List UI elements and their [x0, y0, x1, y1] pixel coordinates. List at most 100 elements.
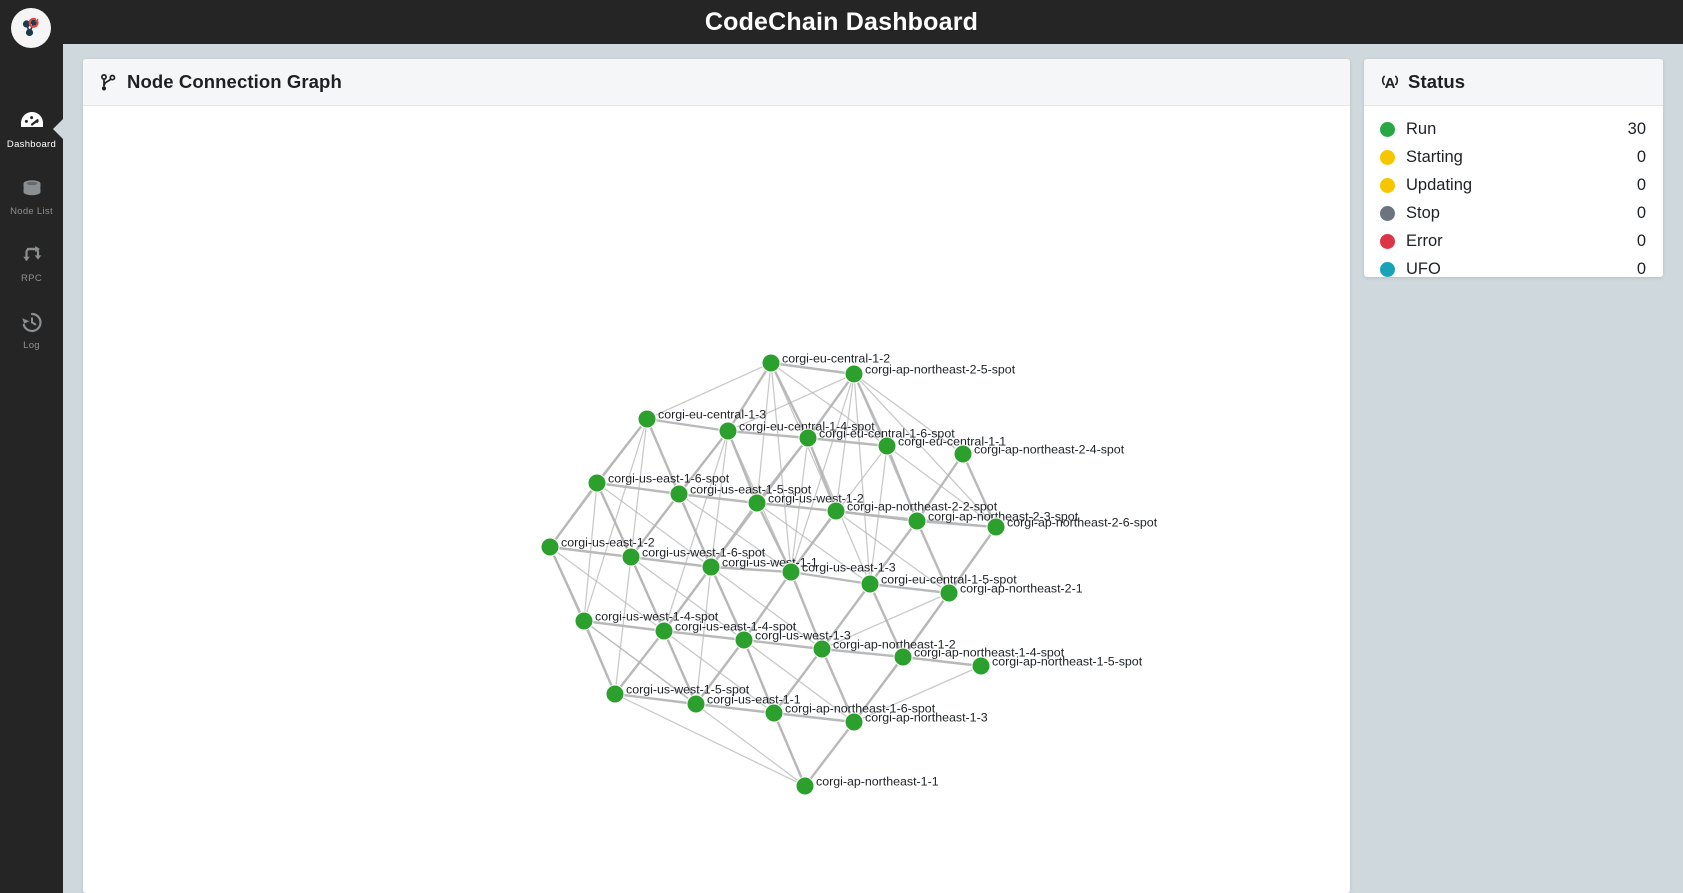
sidebar-item-dashboard[interactable]: Dashboard [0, 95, 64, 162]
graph-node[interactable] [860, 574, 880, 594]
graph-node[interactable] [734, 630, 754, 650]
graph-node[interactable] [953, 444, 973, 464]
graph-node[interactable] [877, 436, 897, 456]
graph-node[interactable] [826, 501, 846, 521]
sidebar-item-node-list[interactable]: Node List [0, 162, 63, 229]
page-title: CodeChain Dashboard [704, 7, 979, 36]
graph-edge [727, 373, 855, 432]
codechain-logo-icon[interactable] [11, 8, 51, 48]
graph-node[interactable] [907, 511, 927, 531]
graph-edge [770, 362, 888, 447]
graph-edge [614, 693, 806, 787]
graph-edge [678, 492, 758, 505]
graph-edge [821, 592, 950, 650]
graph-edge [821, 583, 871, 650]
status-dot-ufo [1380, 261, 1395, 277]
graph-node[interactable] [686, 694, 706, 714]
graph-node[interactable] [761, 353, 781, 373]
top-header-bar: CodeChain Dashboard [0, 0, 1683, 44]
graph-edge [915, 520, 951, 594]
graph-edge [645, 418, 681, 495]
graph-node[interactable] [621, 547, 641, 567]
graph-node[interactable] [654, 621, 674, 641]
sidebar-item-log[interactable]: Log [0, 296, 63, 363]
status-label: Updating [1406, 175, 1473, 194]
graph-edge [790, 570, 871, 586]
graph-edge [772, 712, 807, 787]
graph-edge [549, 482, 598, 548]
graph-edge [790, 510, 837, 573]
status-count: 0 [1636, 175, 1646, 194]
left-sidebar: Dashboard Node List [0, 0, 64, 893]
graph-node[interactable] [812, 639, 832, 659]
graph-node-label: corgi-ap-northeast-2-5-spot [865, 362, 1016, 376]
graph-edge [695, 639, 745, 705]
graph-edge [662, 630, 698, 705]
graph-edge [614, 630, 665, 695]
status-count: 0 [1636, 147, 1646, 166]
graph-node[interactable] [844, 712, 864, 732]
sidebar-nav: Dashboard Node List [0, 95, 64, 363]
graph-edge [710, 502, 758, 568]
network-graph-svg[interactable]: corgi-eu-central-1-2corgi-ap-northeast-2… [83, 106, 1350, 893]
graph-node[interactable] [540, 537, 560, 557]
graph-edge [790, 437, 809, 573]
graph-edge [804, 721, 855, 787]
status-row[interactable]: Updating 0 [1364, 171, 1663, 199]
graph-node[interactable] [893, 647, 913, 667]
graph-edge [614, 692, 697, 706]
graph-node[interactable] [637, 409, 657, 429]
sidebar-item-rpc[interactable]: RPC [0, 229, 63, 296]
graph-edge [853, 373, 964, 455]
graph-edge [821, 647, 904, 659]
graph-node[interactable] [795, 776, 815, 796]
graph-edge [630, 493, 680, 558]
graph-node[interactable] [574, 611, 594, 631]
graph-node[interactable] [844, 364, 864, 384]
graph-node-label: corgi-ap-northeast-2-1 [960, 581, 1083, 595]
node-connection-graph-panel: Node Connection Graph corgi-eu-central-1… [83, 59, 1350, 893]
graph-node-label: corgi-ap-northeast-2-4-spot [974, 442, 1125, 456]
graph-edge [743, 571, 792, 641]
graph-edge [630, 555, 712, 569]
graph-edge [916, 519, 997, 529]
graph-node[interactable] [669, 484, 689, 504]
graph-node[interactable] [587, 473, 607, 493]
graph-node-label: corgi-ap-northeast-1-3 [865, 710, 988, 724]
graph-edge [869, 520, 918, 585]
graph-edge [583, 418, 648, 622]
graph-node[interactable] [718, 421, 738, 441]
active-indicator-arrow [53, 117, 64, 140]
graph-node[interactable] [701, 557, 721, 577]
graph-node[interactable] [939, 583, 959, 603]
graph-edge [807, 373, 855, 439]
status-count: 0 [1636, 231, 1646, 250]
graph-edge [726, 362, 773, 432]
status-count: 30 [1627, 119, 1646, 138]
graph-edge [709, 566, 746, 641]
graph-edge [583, 619, 665, 633]
graph-node[interactable] [986, 517, 1006, 537]
graph-node[interactable] [605, 684, 625, 704]
graph-edge [789, 571, 824, 650]
graph-node[interactable] [764, 703, 784, 723]
graph-edge [820, 648, 856, 723]
graph-node-label: corgi-us-east-1-2 [561, 535, 655, 549]
graph-edge [853, 665, 982, 723]
status-dot-run [1380, 121, 1395, 137]
graph-edge [663, 629, 745, 642]
graph-node[interactable] [747, 493, 767, 513]
graph-node[interactable] [798, 428, 818, 448]
graph-node[interactable] [781, 562, 801, 582]
code-branch-icon [99, 73, 118, 92]
graph-node[interactable] [971, 656, 991, 676]
graph-edge [770, 362, 792, 573]
